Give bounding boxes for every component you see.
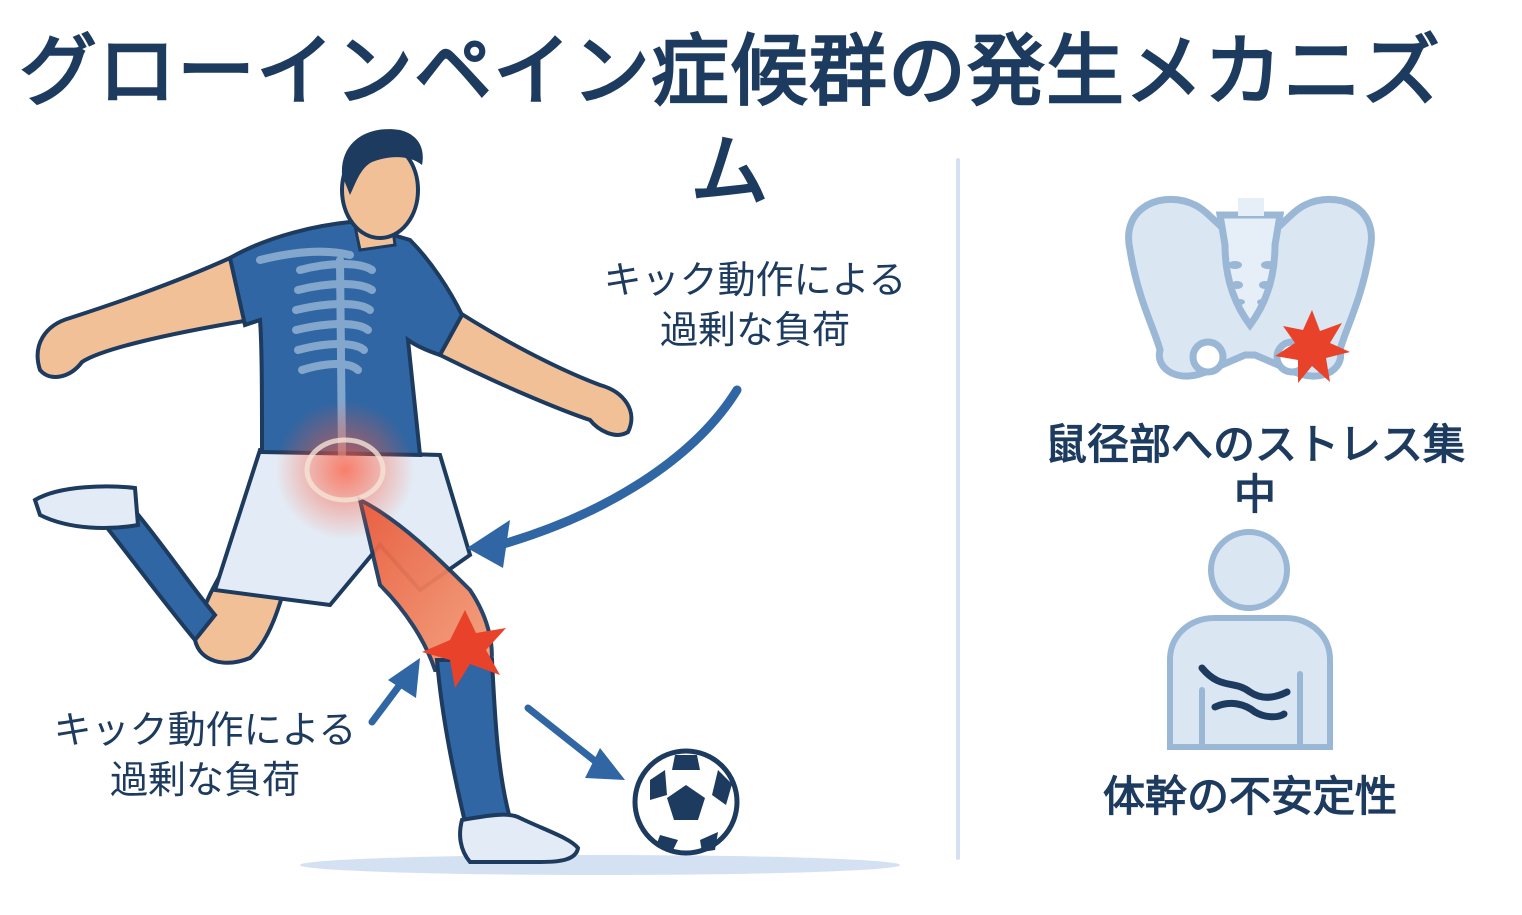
sacrum-dots-icon [1228,261,1275,305]
arrow-up-right-icon [368,658,420,726]
curved-arrow-icon [467,385,742,568]
annotation-bottom-line2: 過剰な負荷 [109,758,300,802]
annotation-top: キック動作による 過剰な負荷 [585,255,925,355]
panel-divider [956,158,960,860]
annotation-top-line1: キック動作による [603,258,907,302]
arrow-down-right-icon [524,704,625,780]
knee-pain-star-icon [422,610,506,688]
annotation-bottom-line1: キック動作による [53,708,357,752]
torso-instability-icon [1167,529,1333,750]
annotation-bottom: キック動作による 過剰な負荷 [40,705,370,805]
groin-stress-label: 鼠径部へのストレス集中 [1044,420,1465,519]
page-title: グローインペイン症候群の発生メカニズム [18,27,1441,217]
core-instability-label: 体幹の不安定性 [1102,772,1397,821]
soccer-ball-icon [632,748,740,856]
annotation-top-line2: 過剰な負荷 [659,308,850,352]
groin-pain-star-icon [1275,310,1350,383]
